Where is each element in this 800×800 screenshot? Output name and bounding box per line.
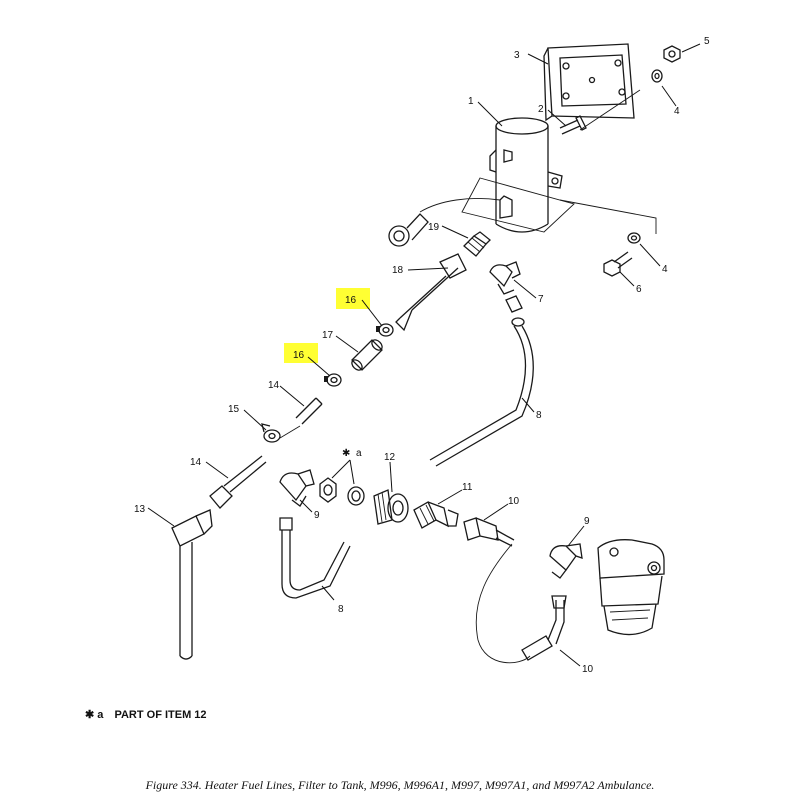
callout-19: 19 xyxy=(428,222,440,233)
callout-9-right: 9 xyxy=(584,516,590,527)
washer-part-a xyxy=(347,486,365,506)
fuel-filter-assembly xyxy=(597,539,665,636)
callout-4-top: 4 xyxy=(674,106,680,117)
alignment-line xyxy=(559,199,657,234)
callout-star-a: ✱ xyxy=(342,448,350,459)
highlight-16-upper xyxy=(336,288,370,309)
tube-item-14-lower xyxy=(223,455,267,493)
elbow-item-9-left xyxy=(279,469,315,507)
callout-18: 18 xyxy=(392,265,404,276)
clip-tab xyxy=(279,425,301,439)
callout-14-lower: 14 xyxy=(190,457,202,468)
electrical-connector xyxy=(388,213,429,247)
nut-part-a xyxy=(319,477,337,503)
washer-item-4-top xyxy=(651,69,663,83)
callout-10-upper: 10 xyxy=(508,496,520,507)
callout-a: a xyxy=(356,448,362,459)
adapter-item-19 xyxy=(463,231,491,257)
callout-12: 12 xyxy=(384,452,396,463)
callout-6: 6 xyxy=(636,284,642,295)
callout-2: 2 xyxy=(538,104,544,115)
alignment-line-2 xyxy=(579,89,641,131)
leader-lines xyxy=(147,43,701,667)
elbow-item-7 xyxy=(489,261,521,295)
callout-8-upper: 8 xyxy=(536,410,542,421)
callout-5: 5 xyxy=(704,36,710,47)
figure-caption: Figure 334. Heater Fuel Lines, Filter to… xyxy=(145,778,655,792)
clamp-item-16-upper xyxy=(376,323,394,337)
tube-item-14-upper xyxy=(295,397,323,425)
screw-item-2 xyxy=(559,115,587,135)
elbow-item-13 xyxy=(171,485,233,660)
callout-3: 3 xyxy=(514,50,520,61)
callout-11: 11 xyxy=(462,482,473,493)
bulkhead-fitting-item-12 xyxy=(373,489,409,525)
washer-item-4-lower xyxy=(627,232,641,244)
callout-10-lower: 10 xyxy=(582,664,594,675)
footnote-marker: ✱ a xyxy=(85,709,104,721)
nut-item-5 xyxy=(663,45,681,63)
callout-14-upper: 14 xyxy=(268,380,280,391)
fuel-line-item-8-lower xyxy=(279,517,351,599)
callout-16-upper: 16 xyxy=(345,295,357,306)
footnote: ✱ a PART OF ITEM 12 xyxy=(85,708,215,721)
callout-1: 1 xyxy=(468,96,474,107)
fuel-line-item-18 xyxy=(395,253,467,332)
footnote-text: PART OF ITEM 12 xyxy=(114,709,207,721)
fitting-item-11 xyxy=(413,501,459,529)
clamp-item-16-lower xyxy=(324,373,342,387)
fuel-line-item-8-upper xyxy=(429,295,534,467)
fuel-line-item-10 xyxy=(463,517,565,664)
fuel-pump-item-1 xyxy=(419,117,575,233)
callout-16-lower: 16 xyxy=(293,350,305,361)
callout-4-lower: 4 xyxy=(662,264,668,275)
callout-7: 7 xyxy=(538,294,544,305)
callout-8-lower: 8 xyxy=(338,604,344,615)
callout-9-left: 9 xyxy=(314,510,320,521)
callout-13: 13 xyxy=(134,504,146,515)
clip-item-15 xyxy=(261,423,281,443)
bracket-item-3 xyxy=(543,43,635,122)
bolt-item-6 xyxy=(603,251,633,277)
callout-17: 17 xyxy=(322,330,334,341)
elbow-item-9-right xyxy=(549,543,583,609)
hose-item-17 xyxy=(351,339,383,371)
callout-15: 15 xyxy=(228,404,240,415)
